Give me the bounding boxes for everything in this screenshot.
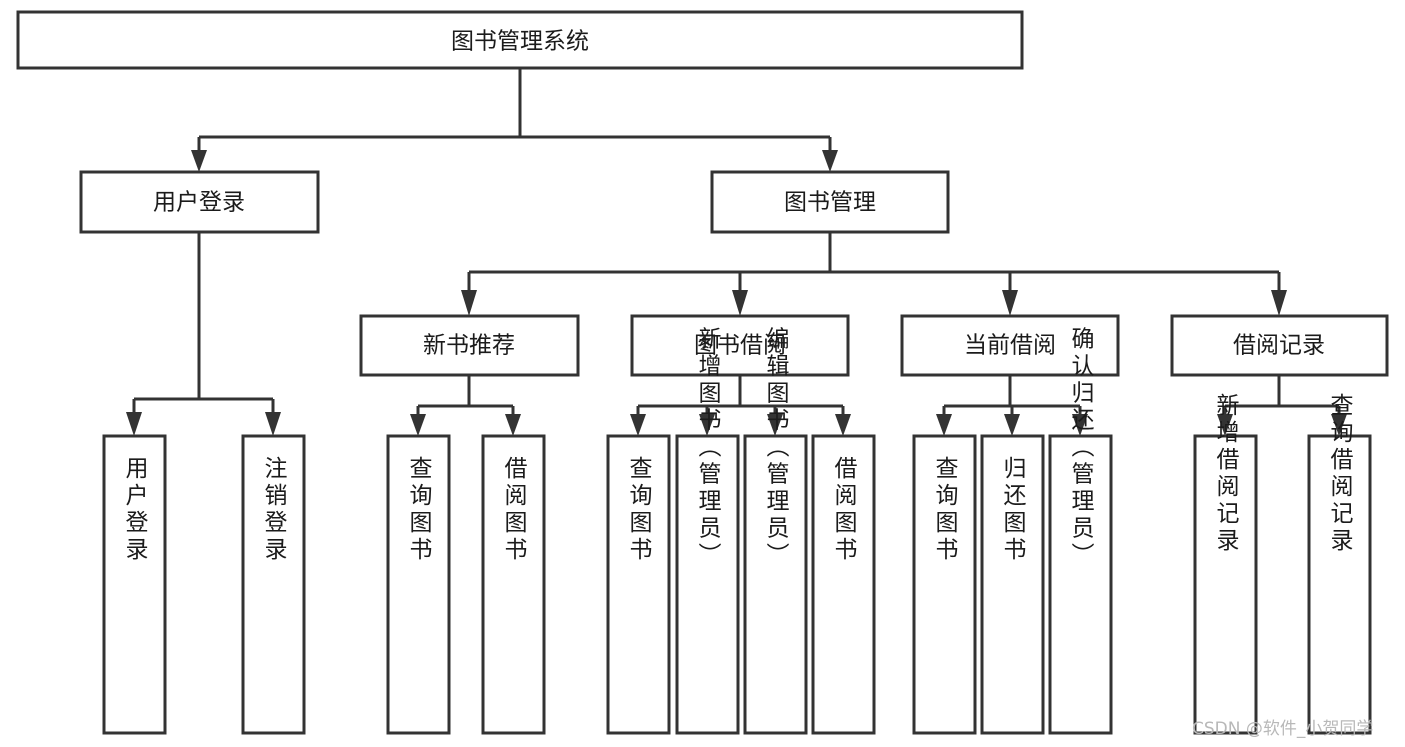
- node-current-borrow[interactable]: 当前借阅: [900, 314, 1120, 377]
- leaf-node[interactable]: 借阅图书: [481, 434, 546, 735]
- leaf-node[interactable]: 归还图书: [980, 434, 1045, 735]
- leaf-label: 借阅图书: [830, 456, 858, 564]
- leaf-rect[interactable]: [1307, 434, 1372, 735]
- leaf-label: 归还图书: [999, 456, 1027, 564]
- arrowhead-borrowrecord-leaf2: [1331, 414, 1347, 436]
- leaf-label: 查询借阅记录: [1326, 393, 1354, 555]
- arrowhead-currentborrow-leaf1: [936, 414, 952, 436]
- leaf-node[interactable]: 用户登录: [102, 434, 167, 735]
- node-book-manage-rect[interactable]: [710, 170, 950, 234]
- node-book-borrow-rect[interactable]: [630, 314, 850, 377]
- arrowhead-borrowrecord: [1271, 290, 1287, 316]
- arrowhead-book-manage: [822, 150, 838, 172]
- leaf-label: 注销登录: [260, 456, 288, 564]
- arrowhead-newbook: [461, 290, 477, 316]
- leaf-node[interactable]: 查询借阅记录: [1307, 393, 1372, 735]
- leaf-rect[interactable]: [102, 434, 167, 735]
- node-borrow-record-rect[interactable]: [1170, 314, 1389, 377]
- leaf-rect[interactable]: [1048, 434, 1113, 735]
- node-borrow-record-label: 借阅记录: [1233, 333, 1325, 359]
- node-new-book-recommend-label: 新书推荐: [423, 333, 515, 359]
- node-book-manage[interactable]: 图书管理: [710, 170, 950, 234]
- arrowhead-currentborrow: [1002, 290, 1018, 316]
- leaf-rect[interactable]: [675, 434, 740, 735]
- leaf-node[interactable]: 编辑图书（管理员）: [743, 327, 808, 735]
- arrowhead-newbook-leaf1: [410, 414, 426, 436]
- arrowhead-currentborrow-leaf3: [1072, 414, 1088, 436]
- node-borrow-record[interactable]: 借阅记录: [1170, 314, 1389, 377]
- arrowhead-bookborrow: [732, 290, 748, 316]
- arrowhead-bookborrow-leaf3: [767, 414, 783, 436]
- leaf-rect[interactable]: [386, 434, 451, 735]
- leaf-rect[interactable]: [811, 434, 876, 735]
- leaf-rect[interactable]: [481, 434, 546, 735]
- leaf-rect[interactable]: [241, 434, 306, 735]
- node-user-login-label: 用户登录: [153, 190, 245, 216]
- leaf-node[interactable]: 确认归还（管理员）: [1048, 327, 1113, 735]
- leaf-node[interactable]: 查询图书: [606, 434, 671, 735]
- leaf-label: 借阅图书: [500, 456, 528, 564]
- node-root[interactable]: 图书管理系统: [16, 10, 1024, 70]
- arrowhead-borrowrecord-leaf1: [1217, 414, 1233, 436]
- arrowhead-leaf-logout: [265, 412, 281, 436]
- node-root-rect[interactable]: [16, 10, 1024, 70]
- node-current-borrow-label: 当前借阅: [964, 333, 1056, 359]
- arrowhead-bookborrow-leaf4: [835, 414, 851, 436]
- leaf-label: 查询图书: [625, 456, 653, 564]
- node-root-label: 图书管理系统: [451, 29, 589, 55]
- node-new-book-recommend-rect[interactable]: [359, 314, 580, 377]
- leaf-rect[interactable]: [606, 434, 671, 735]
- node-user-login-rect[interactable]: [79, 170, 320, 234]
- arrowhead-leaf-user-login: [126, 412, 142, 436]
- node-current-borrow-rect[interactable]: [900, 314, 1120, 377]
- node-book-borrow[interactable]: 图书借阅: [630, 314, 850, 377]
- leaf-label: 编辑图书（管理员）: [762, 327, 790, 570]
- leaf-label: 查询图书: [405, 456, 433, 564]
- node-user-login[interactable]: 用户登录: [79, 170, 320, 234]
- node-new-book-recommend[interactable]: 新书推荐: [359, 314, 580, 377]
- leaf-label: 查询图书: [931, 456, 959, 564]
- leaf-label: 确认归还（管理员）: [1067, 327, 1095, 570]
- leaf-node[interactable]: 新增借阅记录: [1193, 393, 1258, 735]
- arrowhead-bookborrow-leaf2: [699, 414, 715, 436]
- arrowhead-currentborrow-leaf2: [1004, 414, 1020, 436]
- arrowhead-newbook-leaf2: [505, 414, 521, 436]
- connector-layer: [126, 68, 1347, 436]
- leaf-node[interactable]: 查询图书: [386, 434, 451, 735]
- leaf-label: 用户登录: [121, 456, 149, 564]
- leaf-rect[interactable]: [1193, 434, 1258, 735]
- leaf-node[interactable]: 查询图书: [912, 434, 977, 735]
- leaf-node[interactable]: 注销登录: [241, 434, 306, 735]
- leaf-rect[interactable]: [912, 434, 977, 735]
- arrowhead-user-login: [191, 150, 207, 172]
- leaf-rect[interactable]: [743, 434, 808, 735]
- node-book-manage-label: 图书管理: [784, 190, 876, 216]
- leaf-rect[interactable]: [980, 434, 1045, 735]
- leaf-label: 新增借阅记录: [1212, 393, 1240, 555]
- leaf-label: 新增图书（管理员）: [694, 327, 722, 570]
- node-book-borrow-label: 图书借阅: [694, 333, 786, 359]
- arrowhead-bookborrow-leaf1: [630, 414, 646, 436]
- leaf-node[interactable]: 借阅图书: [811, 434, 876, 735]
- leaf-node[interactable]: 新增图书（管理员）: [675, 327, 740, 735]
